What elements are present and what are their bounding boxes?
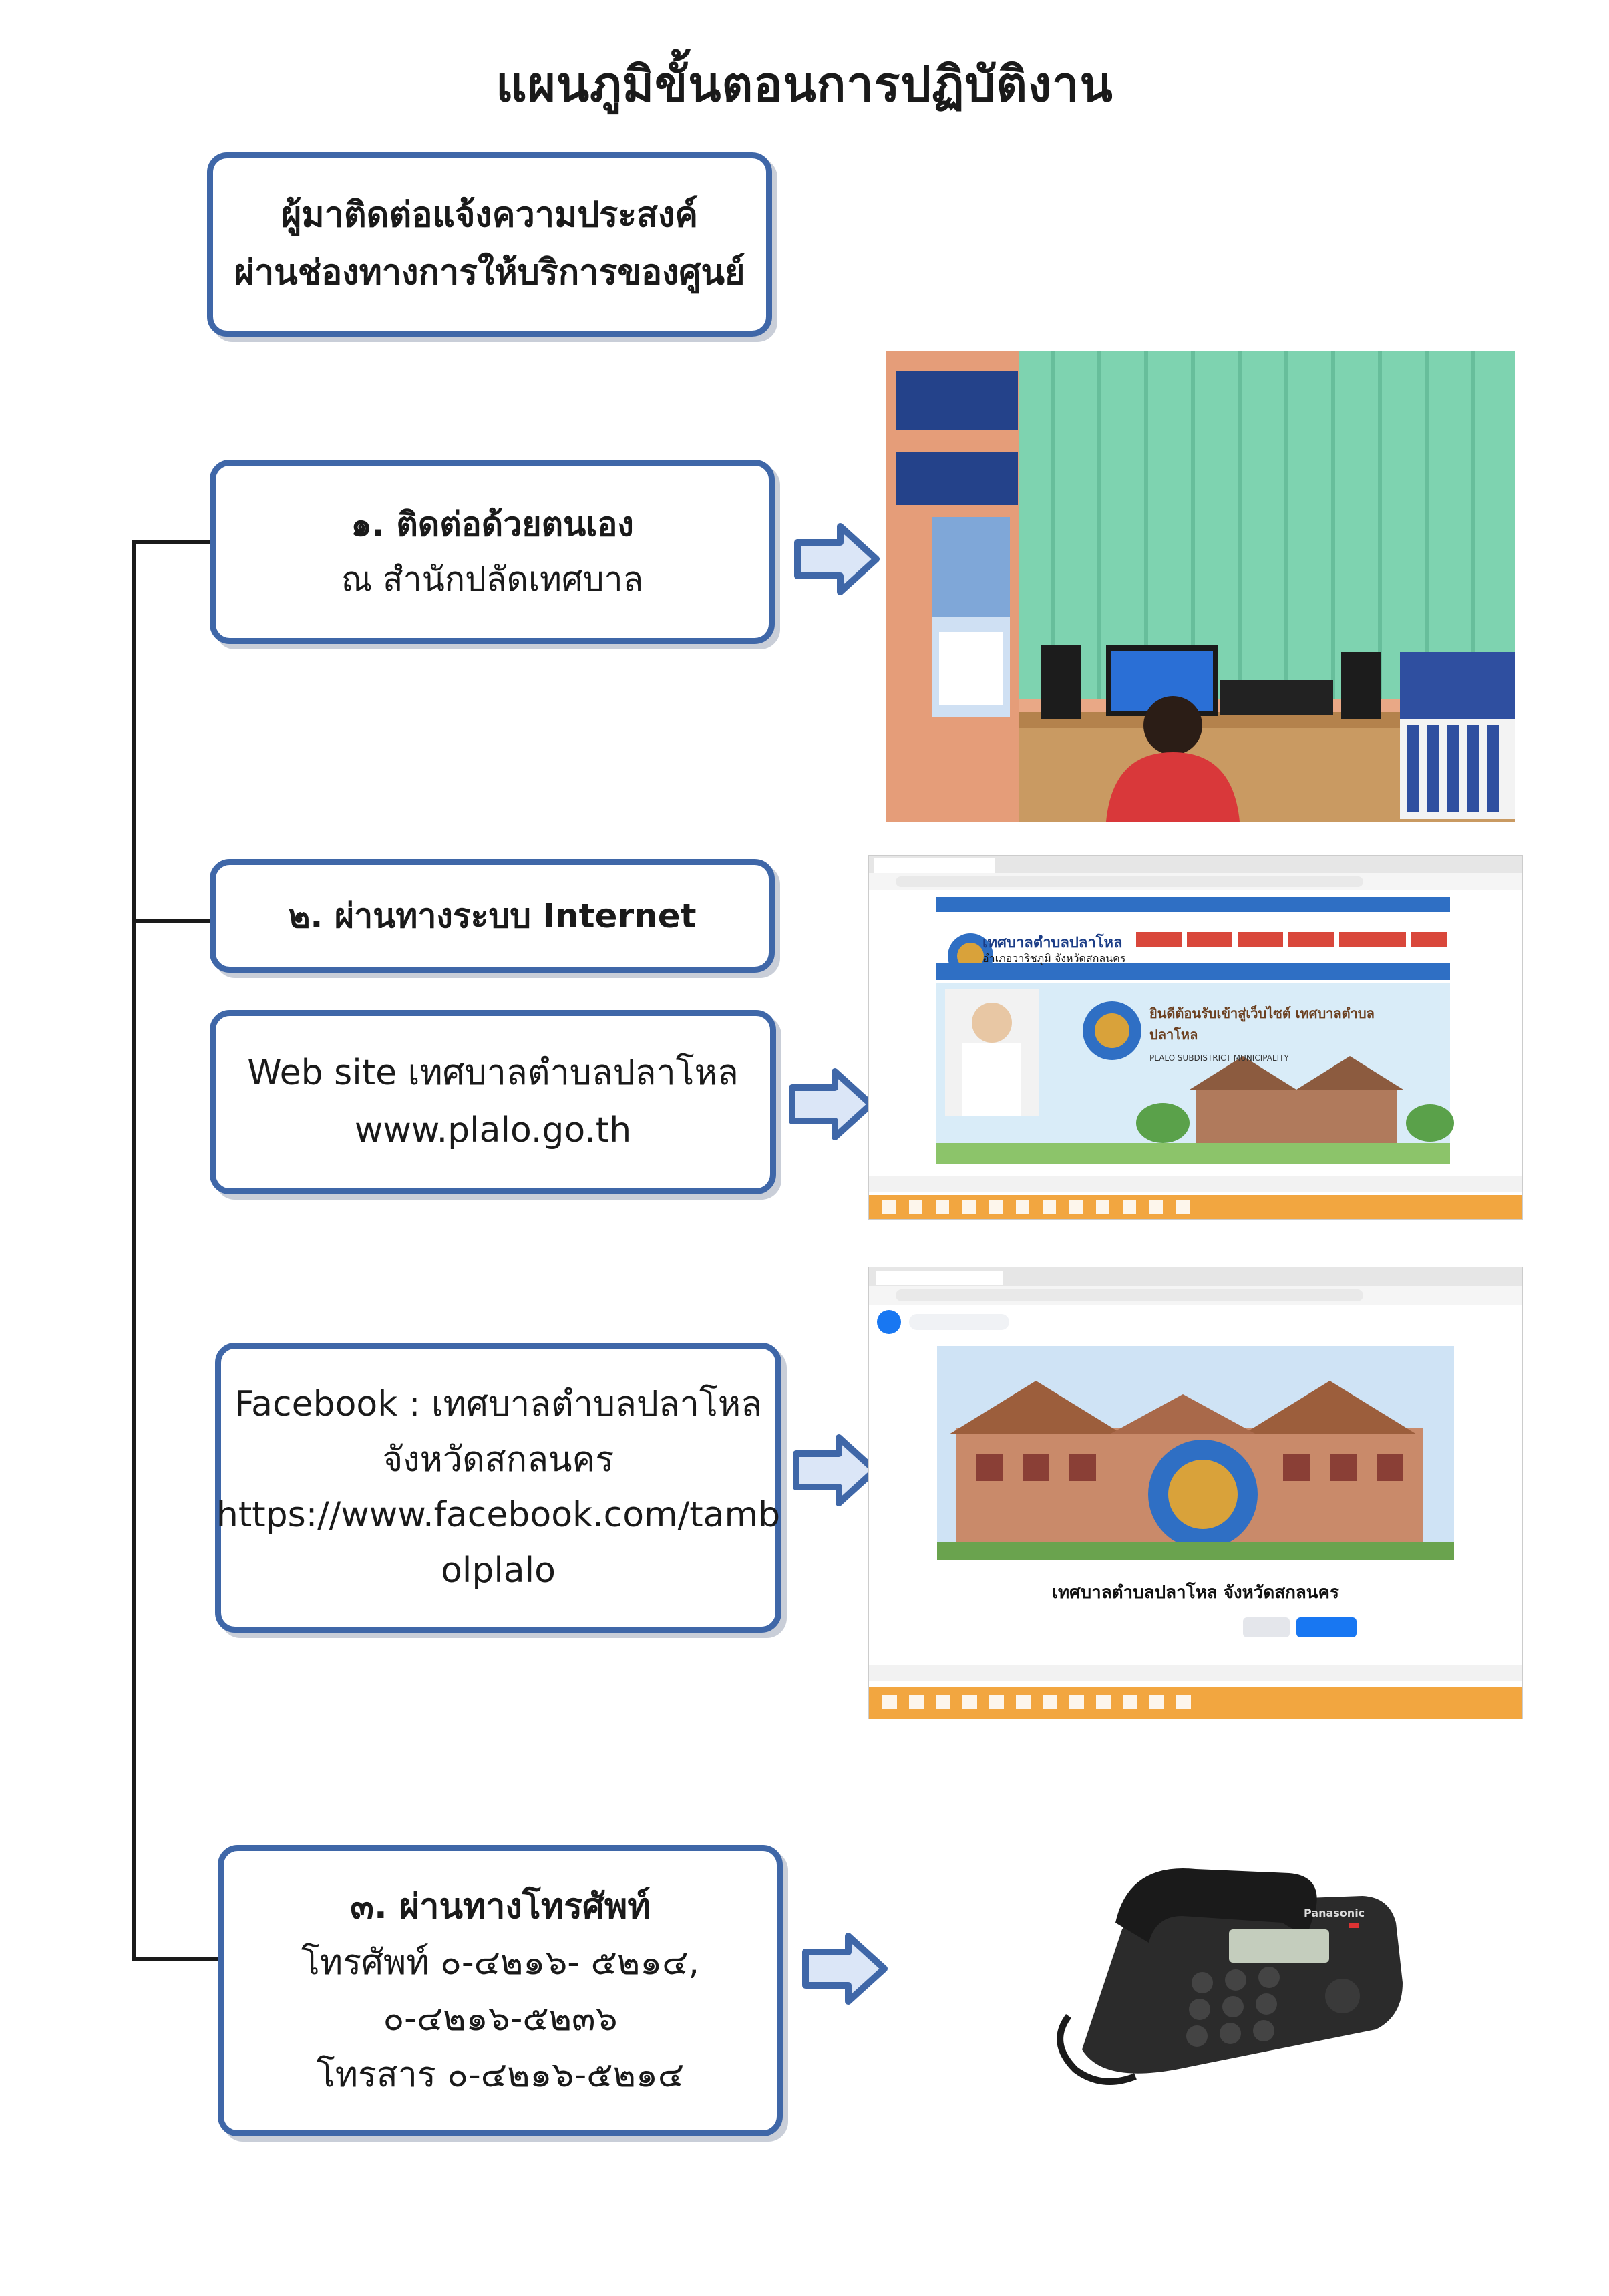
arrow-right-icon: [793, 1434, 878, 1506]
website-header-subtitle: อำเภอวาริชภูมิ จังหวัดสกลนคร: [982, 952, 1126, 965]
phone-brand-label: Panasonic: [1304, 1907, 1365, 1919]
facebook-line-2: จังหวัดสกลนคร: [382, 1439, 614, 1480]
connector-channel1: [132, 540, 212, 544]
arrow-right-icon: [794, 523, 880, 595]
channel-3-box: ๓. ผ่านทางโทรศัพท์ โทรศัพท์ ๐-๔๒๑๖- ๕๒๑๔…: [218, 1845, 783, 2136]
website-screenshot: เทศบาลตำบลปลาโหล อำเภอวาริชภูมิ จังหวัดส…: [868, 855, 1523, 1220]
website-banner-en: PLALO SUBDISTRICT MUNICIPALITY: [1149, 1053, 1289, 1063]
arrow-right-icon: [802, 1933, 888, 2005]
channel-2-label: ๒. ผ่านทางระบบ Internet: [288, 896, 697, 935]
phone-line-2: ๐-๔๒๑๖-๕๒๓๖: [383, 1999, 618, 2039]
start-box: ผู้มาติดต่อแจ้งความประสงค์ ผ่านช่องทางกา…: [207, 152, 772, 337]
connector-channel3: [132, 1957, 220, 1961]
arrow-right-icon: [789, 1068, 874, 1140]
channel-1-detail: ณ สำนักปลัดเทศบาล: [341, 560, 644, 599]
connector-channel2: [132, 919, 212, 923]
website-header-title: เทศบาลตำบลปลาโหล: [982, 935, 1123, 951]
channel-1-label: ๑. ติดต่อด้วยตนเอง: [351, 504, 634, 544]
channel-1-box: ๑. ติดต่อด้วยตนเอง ณ สำนักปลัดเทศบาล: [210, 460, 775, 644]
facebook-box: Facebook : เทศบาลตำบลปลาโหล จังหวัดสกลนค…: [215, 1343, 781, 1633]
website-box: Web site เทศบาลตำบลปลาโหล www.plalo.go.t…: [210, 1010, 776, 1194]
channel-2-box: ๒. ผ่านทางระบบ Internet: [210, 859, 775, 973]
facebook-line-1: Facebook : เทศบาลตำบลปลาโหล: [234, 1383, 763, 1424]
telephone-photo: Panasonic: [1042, 1849, 1409, 2103]
website-line-2: www.plalo.go.th: [354, 1110, 632, 1150]
fax-line: โทรสาร ๐-๔๒๑๖-๕๒๑๔: [316, 2055, 685, 2096]
start-line-1: ผู้มาติดต่อแจ้งความประสงค์: [281, 195, 699, 236]
channel-3-label: ๓. ผ่านทางโทรศัพท์: [350, 1886, 651, 1927]
phone-line-1: โทรศัพท์ ๐-๔๒๑๖- ๕๒๑๔,: [301, 1942, 700, 1983]
office-photo: [886, 351, 1515, 822]
facebook-page-name: เทศบาลตำบลปลาโหล จังหวัดสกลนคร: [1052, 1583, 1339, 1603]
page-title: แผนภูมิขั้นตอนการปฏิบัติงาน: [496, 56, 1113, 112]
facebook-line-4: olplalo: [441, 1550, 556, 1591]
start-line-2: ผ่านช่องทางการให้บริการของศูนย์: [234, 253, 745, 293]
facebook-screenshot: เทศบาลตำบลปลาโหล จังหวัดสกลนคร: [868, 1267, 1523, 1719]
website-banner-text: ยินดีต้อนรับเข้าสู่เว็บไซต์ เทศบาลตำบลปล…: [1149, 1005, 1375, 1043]
website-line-1: Web site เทศบาลตำบลปลาโหล: [247, 1053, 739, 1094]
facebook-line-3: https://www.facebook.com/tamb: [216, 1495, 781, 1535]
connector-vertical: [132, 540, 136, 1961]
